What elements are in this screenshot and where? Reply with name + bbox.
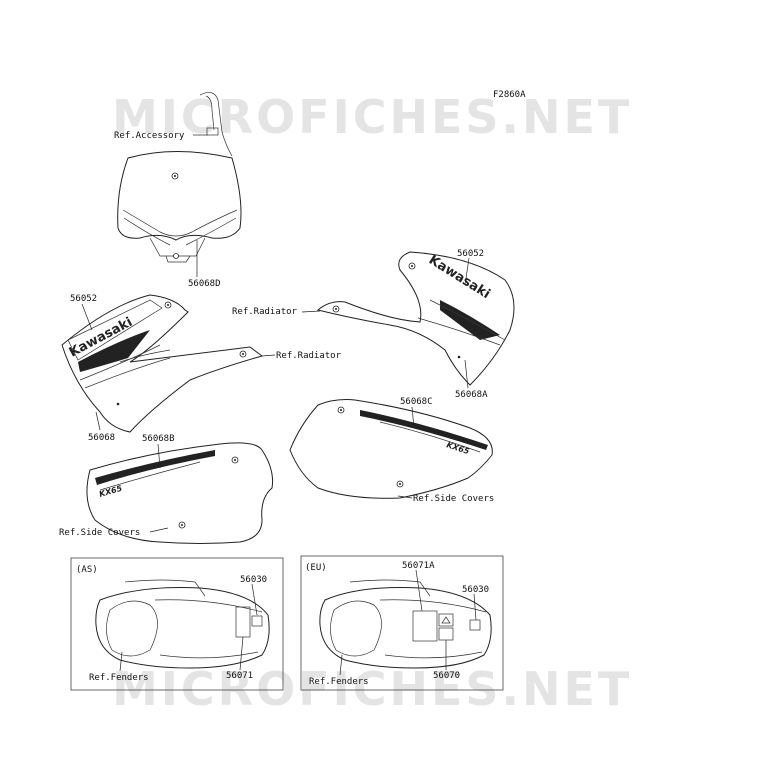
- right-side-cover: KX65: [289, 399, 493, 499]
- watermark-top: MICROFICHES.NET: [112, 90, 632, 144]
- left-side-cover: KX65: [86, 442, 273, 544]
- eu-part-number-56030: 56030: [462, 585, 489, 595]
- part-number-56068B: 56068B: [142, 434, 175, 444]
- eu-box-title: (EU): [305, 563, 327, 573]
- part-number-56068A: 56068A: [455, 390, 488, 400]
- eu-region-box: (EU): [300, 555, 504, 691]
- eu-part-number-56070: 56070: [433, 671, 460, 681]
- as-part-number-56071: 56071: [226, 671, 253, 681]
- eu-ref-fenders-label: Ref.Fenders: [309, 677, 369, 687]
- ref-side-covers-right-label: Ref.Side Covers: [413, 494, 494, 504]
- ref-radiator-right-label: Ref.Radiator: [232, 307, 298, 317]
- as-box-title: (AS): [76, 565, 98, 575]
- right-radiator-shroud: Kawasaki: [316, 251, 515, 386]
- ref-accessory-label: Ref.Accessory: [114, 131, 185, 141]
- eu-part-number-56071A: 56071A: [402, 561, 435, 571]
- watermark-bottom: MICROFICHES.NET: [112, 662, 632, 716]
- part-number-56068: 56068: [88, 433, 115, 443]
- as-region-box: (AS): [70, 557, 284, 691]
- part-number-56068C: 56068C: [400, 397, 433, 407]
- as-part-number-56030: 56030: [240, 575, 267, 585]
- part-number-56052-right: 56052: [457, 249, 484, 259]
- ref-side-covers-left-label: Ref.Side Covers: [59, 528, 140, 538]
- figure-code: F2860A: [493, 90, 526, 100]
- part-number-56068D: 56068D: [188, 279, 221, 289]
- as-ref-fenders-label: Ref.Fenders: [89, 673, 149, 683]
- ref-radiator-left-label: Ref.Radiator: [276, 351, 342, 361]
- part-number-56052-left: 56052: [70, 294, 97, 304]
- front-number-plate: [117, 92, 242, 263]
